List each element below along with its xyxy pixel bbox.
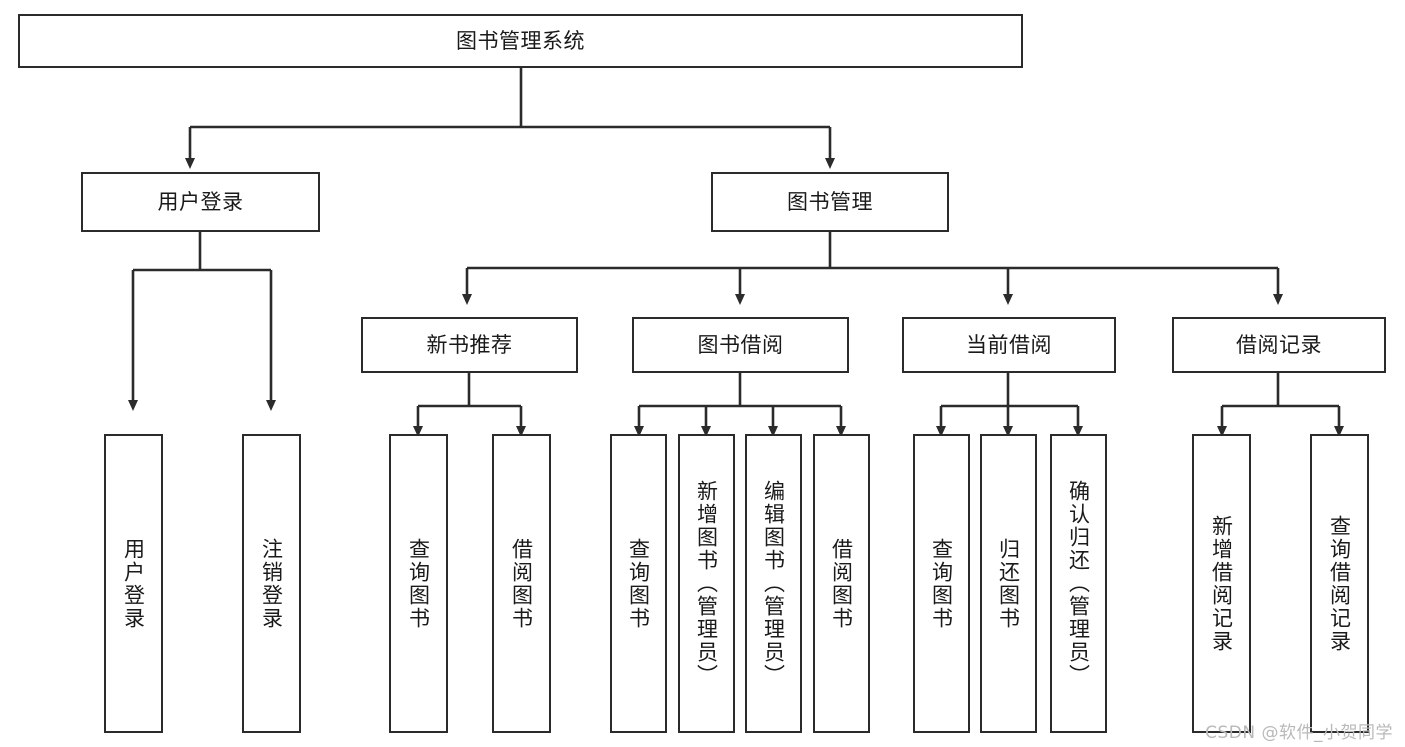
node-user-login[interactable] <box>81 172 320 232</box>
node-leaf-add-borrow-record[interactable] <box>1192 434 1251 733</box>
node-leaf-user-login[interactable] <box>104 434 163 733</box>
node-leaf-query-book-3[interactable] <box>913 434 970 733</box>
connector-group-book-manage <box>462 232 1283 305</box>
node-leaf-confirm-return-admin[interactable] <box>1050 434 1107 733</box>
node-leaf-return-book[interactable] <box>980 434 1037 733</box>
node-leaf-query-borrow-record[interactable] <box>1310 434 1369 733</box>
node-leaf-borrow-book-1[interactable] <box>492 434 551 733</box>
node-leaf-logout-login[interactable] <box>242 434 301 733</box>
connector-group-current-borrow <box>936 373 1083 437</box>
watermark: CSDN @软件_小贺同学 <box>1205 723 1393 743</box>
connector-group-borrow-record <box>1217 373 1344 437</box>
connector-group-user-login <box>128 232 276 411</box>
node-borrow-record[interactable] <box>1172 317 1386 373</box>
node-current-borrow[interactable] <box>902 317 1116 373</box>
node-book-borrow[interactable] <box>632 317 849 373</box>
node-leaf-add-book-admin[interactable] <box>678 434 735 733</box>
node-new-book-recommend[interactable] <box>361 317 578 373</box>
node-leaf-edit-book-admin[interactable] <box>745 434 802 733</box>
node-book-manage[interactable] <box>711 172 949 232</box>
node-leaf-query-book-1[interactable] <box>389 434 448 733</box>
connector-group-root <box>185 68 835 169</box>
node-root[interactable] <box>18 14 1023 68</box>
node-leaf-borrow-book-2[interactable] <box>813 434 870 733</box>
connector-group-book-borrow <box>634 373 846 437</box>
connector-group-new-book-recommend <box>413 373 526 437</box>
node-leaf-query-book-2[interactable] <box>610 434 667 733</box>
